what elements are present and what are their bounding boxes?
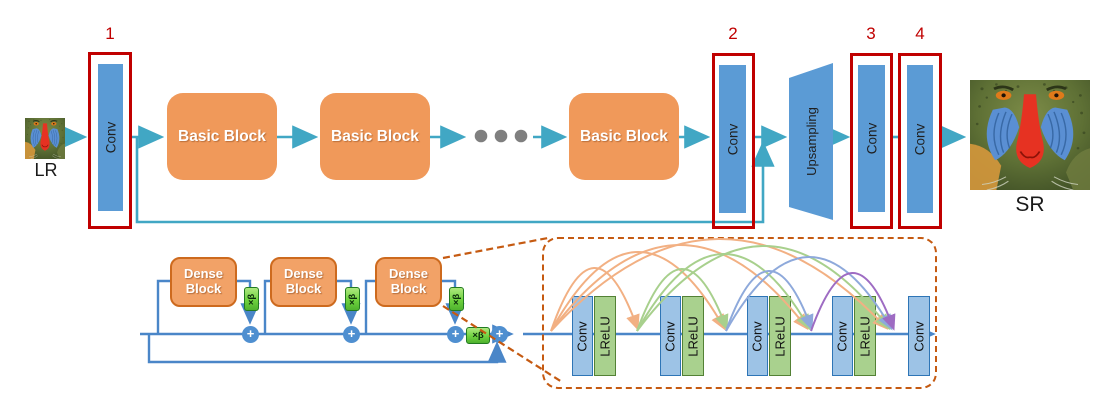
stage-4-number: 4 <box>915 24 925 43</box>
detail-lrelu-4: LReLU <box>854 296 876 376</box>
stage-1-number: 1 <box>105 24 115 43</box>
scale-beta-1-label: ×β <box>245 293 257 305</box>
detail-conv-4: Conv <box>832 296 853 376</box>
upsampling-block: Upsampling <box>789 63 833 220</box>
stage-4-outline <box>898 53 942 229</box>
detail-conv-2-label: Conv <box>663 320 679 352</box>
dense-block-3: Dense Block <box>375 257 442 307</box>
lr-label: LR <box>34 160 58 180</box>
add-node-3: + <box>447 326 464 343</box>
scale-beta-4: ×β <box>466 327 490 344</box>
ellipsis-dots <box>474 129 528 143</box>
basic-block-1: Basic Block <box>167 93 277 180</box>
add-node-2: + <box>343 326 360 343</box>
detail-conv-3: Conv <box>747 296 768 376</box>
scale-beta-3-label: ×β <box>450 293 462 305</box>
sr-label: SR <box>1015 193 1045 216</box>
conv-4-block: Conv <box>907 65 933 213</box>
detail-lrelu-1: LReLU <box>594 296 616 376</box>
detail-conv-final-label: Conv <box>911 320 927 352</box>
detail-conv-4-label: Conv <box>835 320 851 352</box>
stage-3-outline <box>850 53 893 229</box>
dense-block-1: Dense Block <box>170 257 237 307</box>
stage-2-outline <box>712 53 755 229</box>
scale-beta-2-label: ×β <box>346 293 358 305</box>
lr-image <box>25 118 65 159</box>
dense-block-3-label: Dense Block <box>388 266 429 296</box>
upsampling-label: Upsampling <box>803 107 819 176</box>
stage-2-number: 2 <box>728 24 738 43</box>
basic-block-2: Basic Block <box>320 93 430 180</box>
dense-block-1-label: Dense Block <box>183 266 224 296</box>
basic-block-2-label: Basic Block <box>331 127 419 145</box>
dense-block-2-label: Dense Block <box>283 266 324 296</box>
add-node-4: + <box>491 326 508 343</box>
stage-3-number: 3 <box>866 24 876 43</box>
detail-conv-1-label: Conv <box>575 320 591 352</box>
scale-beta-4-label: ×β <box>472 330 484 341</box>
sr-image <box>970 80 1090 190</box>
conv-3-block: Conv <box>858 65 885 212</box>
detail-lrelu-1-label: LReLU <box>597 315 613 357</box>
basic-block-3: Basic Block <box>569 93 679 180</box>
detail-conv-3-label: Conv <box>750 320 766 352</box>
detail-lrelu-2: LReLU <box>682 296 704 376</box>
detail-lrelu-3-label: LReLU <box>772 315 788 357</box>
scale-beta-2: ×β <box>345 287 360 311</box>
scale-beta-1: ×β <box>244 287 259 311</box>
dense-block-2: Dense Block <box>270 257 337 307</box>
detail-lrelu-2-label: LReLU <box>685 315 701 357</box>
basic-block-1-label: Basic Block <box>178 127 266 145</box>
add-node-1: + <box>242 326 259 343</box>
scale-beta-3: ×β <box>449 287 464 311</box>
conv-1-block: Conv <box>98 64 123 211</box>
basic-block-3-label: Basic Block <box>580 127 668 145</box>
detail-conv-1: Conv <box>572 296 593 376</box>
detail-conv-2: Conv <box>660 296 681 376</box>
detail-conv-final: Conv <box>908 296 930 376</box>
stage-1-outline <box>88 52 132 229</box>
detail-lrelu-3: LReLU <box>769 296 791 376</box>
detail-lrelu-4-label: LReLU <box>857 315 873 357</box>
